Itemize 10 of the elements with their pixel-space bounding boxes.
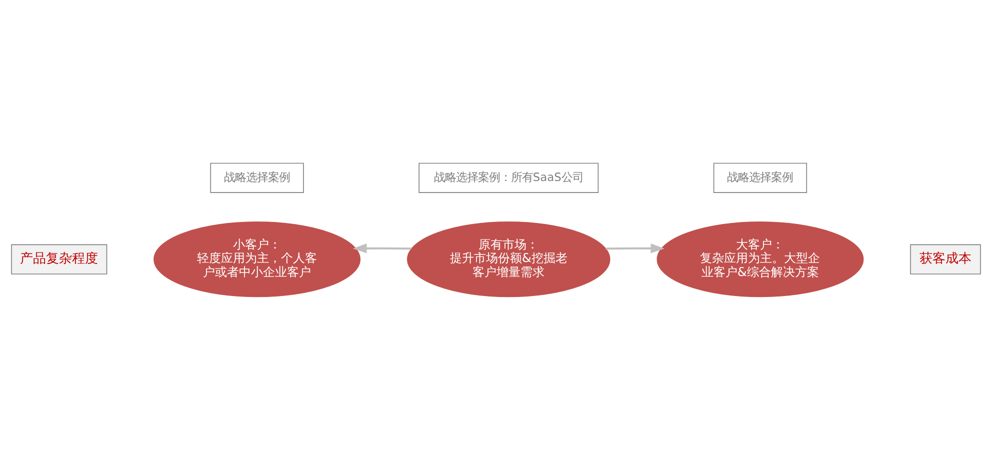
node-box: 战略选择案例: [210, 162, 304, 193]
node-ellipse: 小客户： 轻度应用为主，个人客户或者中小企业客户: [154, 222, 361, 298]
node-box: 获客成本: [910, 244, 981, 274]
node-box: 战略选择案例：所有SaaS公司: [418, 162, 599, 193]
node-box: 战略选择案例: [713, 162, 808, 193]
node-ellipse: 大客户： 复杂应用为主。大型企业客户&综合解决方案: [656, 222, 864, 298]
arrow: [352, 244, 412, 254]
arrow: [606, 244, 665, 254]
node-ellipse: 原有市场： 提升市场份额&挖掘老客户增量需求: [406, 222, 610, 298]
node-box: 产品复杂程度: [11, 244, 108, 274]
